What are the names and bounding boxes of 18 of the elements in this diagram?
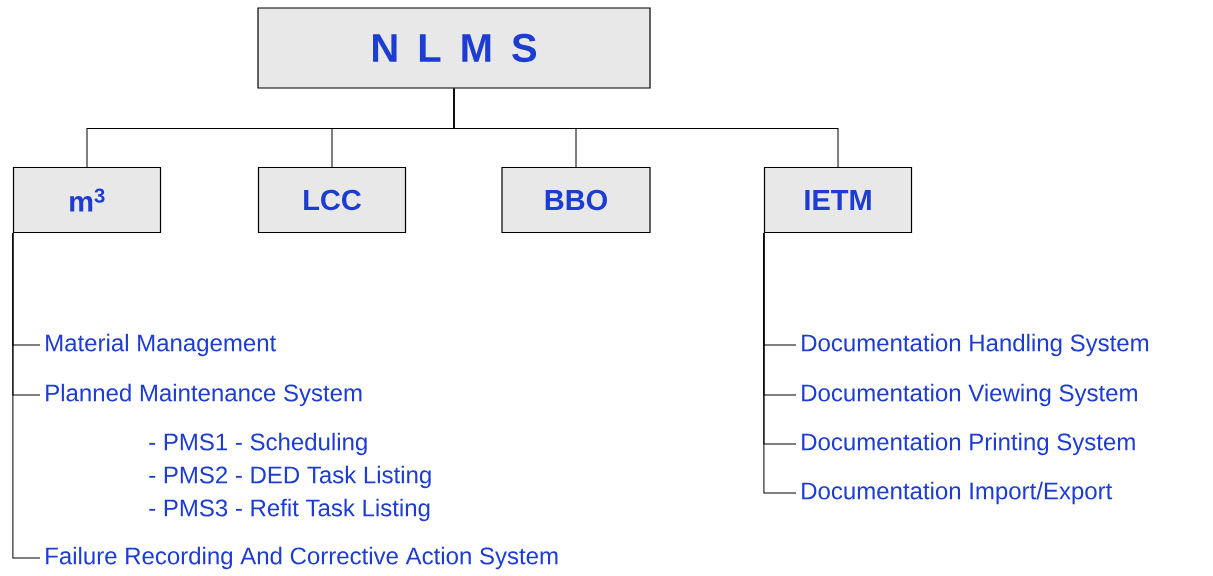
module-box: LCC — [257, 166, 407, 234]
sub-item-text: - PMS2 - DED Task Listing — [149, 465, 431, 489]
sub-item-text: - PMS1 - Scheduling — [149, 432, 367, 456]
module-box: BBO — [501, 166, 651, 234]
root-box: N L M S — [257, 7, 651, 89]
connector-line — [12, 232, 41, 559]
list-item: Material Management — [46, 333, 277, 357]
module-box: m$^{3}$ — [12, 166, 162, 234]
module-box: IETM — [763, 166, 913, 234]
list-item: Documentation Import/Export — [802, 481, 1113, 505]
list-item: Failure Recording And Corrective Action System — [46, 546, 558, 570]
list-item: Planned Maintenance System — [46, 383, 362, 407]
connector-line — [763, 232, 797, 494]
list-item: Documentation Handling System — [802, 333, 1149, 357]
sub-item-text: - PMS3 - Refit Task Listing — [149, 498, 430, 522]
list-item: Documentation Viewing System — [802, 383, 1137, 407]
connector-line — [453, 88, 839, 168]
list-item: Documentation Printing System — [802, 432, 1135, 456]
